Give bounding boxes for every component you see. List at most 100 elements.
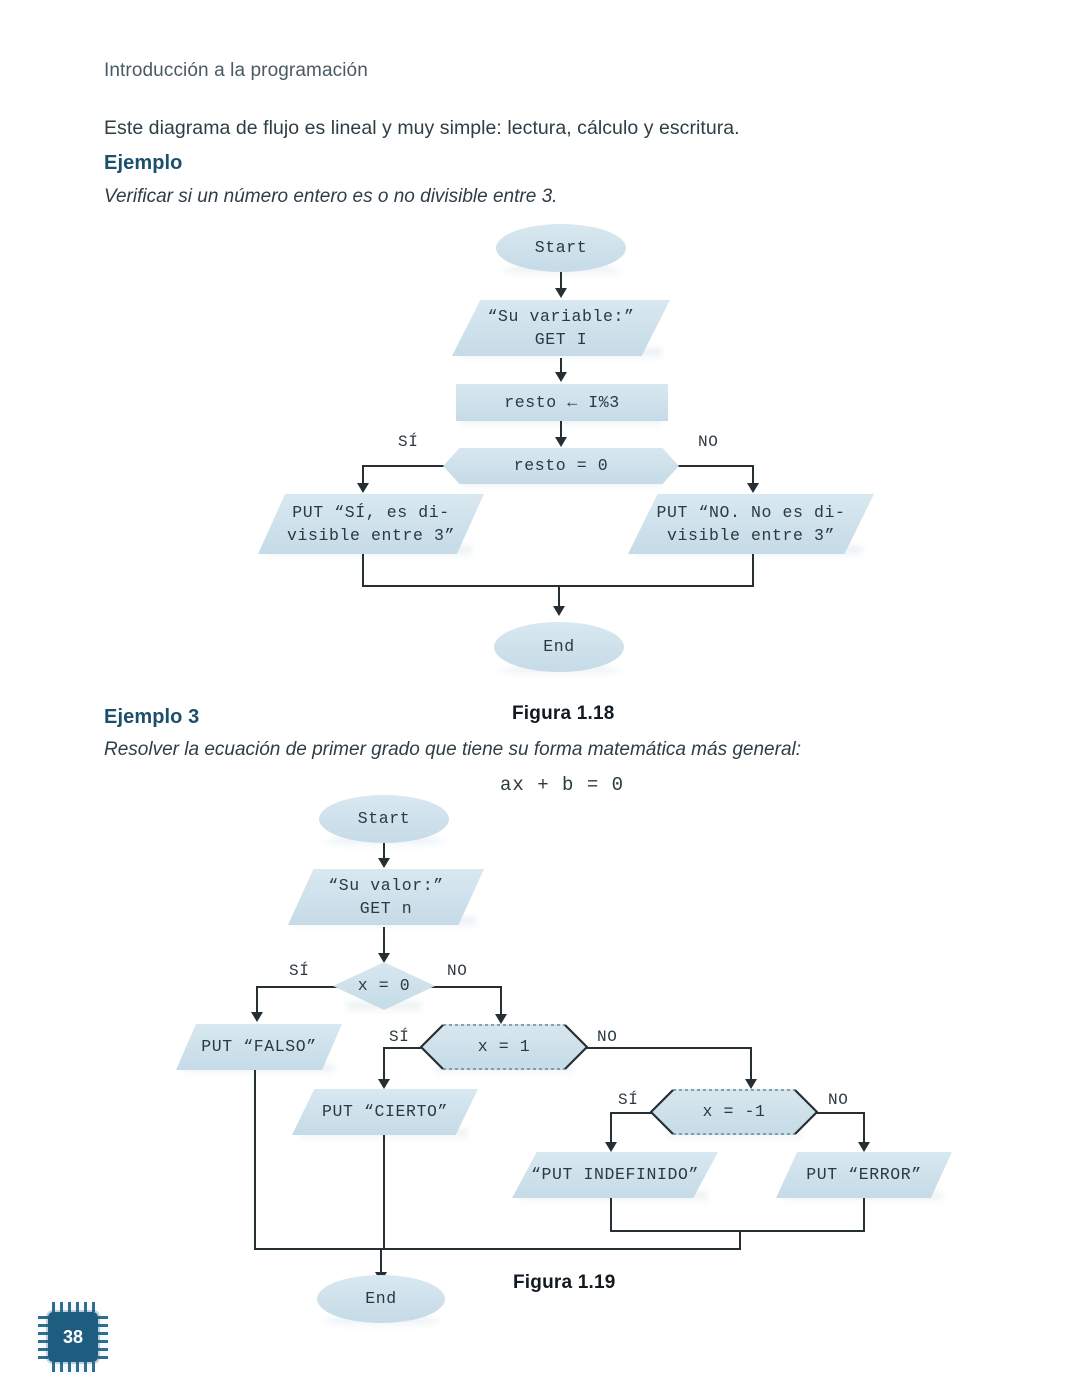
connector <box>383 1047 385 1083</box>
node-label: “PUT INDEFINIDO” <box>530 1165 700 1185</box>
connector <box>430 986 502 988</box>
connector <box>254 1248 741 1250</box>
node-input-119: “Su valor:” GET n <box>288 869 484 930</box>
node-output-cierto-119: PUT “CIERTO” <box>292 1089 478 1141</box>
branch-label-yes-x0: SÍ <box>289 962 310 980</box>
branch-label-yes-xm1: SÍ <box>618 1091 639 1109</box>
node-label: PUT “FALSO” <box>201 1037 317 1057</box>
connector <box>383 1047 421 1049</box>
node-input-118: “Su variable:” GET I <box>452 300 670 361</box>
connector <box>863 1198 865 1232</box>
connector <box>558 585 560 612</box>
arrow-head <box>555 372 567 382</box>
connector <box>560 421 562 443</box>
connector <box>752 465 754 487</box>
arrow-head <box>605 1142 617 1152</box>
node-end-119: End <box>317 1275 445 1329</box>
arrow-head <box>747 483 759 493</box>
arrow-head <box>375 1272 387 1282</box>
connector <box>752 554 754 587</box>
arrow-head <box>555 437 567 447</box>
branch-label-no-118: NO <box>698 433 719 451</box>
node-decision-xm1-119: x = -1 <box>650 1089 818 1141</box>
connector <box>256 986 338 988</box>
node-decision-118: resto = 0 <box>443 448 679 490</box>
node-label: PUT “SÍ, es di- visible entre 3” <box>286 502 456 545</box>
connector <box>254 1070 256 1250</box>
node-label: resto = 0 <box>513 456 609 476</box>
node-label: “Su variable:” GET I <box>487 306 635 349</box>
node-start-119: Start <box>319 795 449 849</box>
branch-label-no-x0: NO <box>447 962 468 980</box>
arrow-head <box>378 1079 390 1089</box>
connector <box>383 1135 385 1250</box>
node-process-118: resto ← I%3 <box>456 384 668 428</box>
arrow-head <box>251 1012 263 1022</box>
caption-figura-1-19: Figura 1.19 <box>513 1272 616 1293</box>
node-output-error-119: PUT “ERROR” <box>776 1152 952 1204</box>
parallelogram-shape <box>288 869 484 925</box>
arrow-head <box>555 288 567 298</box>
arrow-head <box>495 1014 507 1024</box>
node-label: PUT “CIERTO” <box>321 1102 449 1122</box>
connector <box>560 358 562 378</box>
node-label: x = -1 <box>702 1102 766 1122</box>
chip-pins-icon <box>38 1302 108 1372</box>
arrow-head <box>378 953 390 963</box>
arrow-head <box>553 606 565 616</box>
node-output-yes-118: PUT “SÍ, es di- visible entre 3” <box>258 494 484 559</box>
node-label: PUT “NO. No es di- visible entre 3” <box>656 502 846 545</box>
connector <box>362 465 450 467</box>
page-number-label: 38 <box>48 1312 98 1362</box>
node-label: “Su valor:” GET n <box>328 875 444 918</box>
arrow-head <box>745 1079 757 1089</box>
hexagon-shape <box>420 1024 588 1070</box>
node-label: Start <box>534 238 588 258</box>
node-decision-x0-119: x = 0 <box>333 962 435 1014</box>
branch-label-yes-x1: SÍ <box>389 1028 410 1046</box>
node-label: x = 1 <box>477 1037 531 1057</box>
node-output-no-118: PUT “NO. No es di- visible entre 3” <box>628 494 874 559</box>
parallelogram-shape <box>512 1152 718 1198</box>
connector <box>585 1047 752 1049</box>
connector <box>610 1198 612 1232</box>
hexagon-outline <box>650 1089 818 1135</box>
node-output-falso-119: PUT “FALSO” <box>176 1024 342 1076</box>
connector <box>863 1112 865 1146</box>
connector <box>380 1248 382 1278</box>
connector <box>500 986 502 1018</box>
connector <box>672 465 754 467</box>
connector <box>610 1230 865 1232</box>
node-end-118: End <box>494 622 624 678</box>
node-start-118: Start <box>496 224 626 278</box>
parallelogram-shape <box>776 1152 952 1198</box>
connector <box>362 585 754 587</box>
connector <box>362 465 364 487</box>
connector <box>560 272 562 294</box>
branch-label-yes-118: SÍ <box>398 433 419 451</box>
connector <box>739 1230 741 1250</box>
branch-label-no-xm1: NO <box>828 1091 849 1109</box>
parallelogram-shape <box>628 494 874 554</box>
arrow-head <box>858 1142 870 1152</box>
hexagon-shape <box>650 1089 818 1135</box>
heading-ejemplo-3: Ejemplo 3 <box>104 706 200 728</box>
diamond-shape <box>333 962 435 1010</box>
branch-label-no-x1: NO <box>597 1028 618 1046</box>
intro-paragraph: Este diagrama de flujo es lineal y muy s… <box>104 117 740 139</box>
prompt-ejemplo-3: Resolver la ecuación de primer grado que… <box>104 739 802 760</box>
connector <box>383 927 385 959</box>
connector <box>750 1047 752 1083</box>
node-decision-x1-119: x = 1 <box>420 1024 588 1076</box>
hexagon-outline <box>420 1024 588 1070</box>
parallelogram-shape <box>292 1089 478 1135</box>
connector <box>815 1112 865 1114</box>
heading-ejemplo: Ejemplo <box>104 152 183 174</box>
arrow-head <box>357 483 369 493</box>
node-label: End <box>365 1289 397 1309</box>
running-head: Introducción a la programación <box>104 60 368 81</box>
arrow-head <box>378 858 390 868</box>
node-label: End <box>543 637 575 657</box>
